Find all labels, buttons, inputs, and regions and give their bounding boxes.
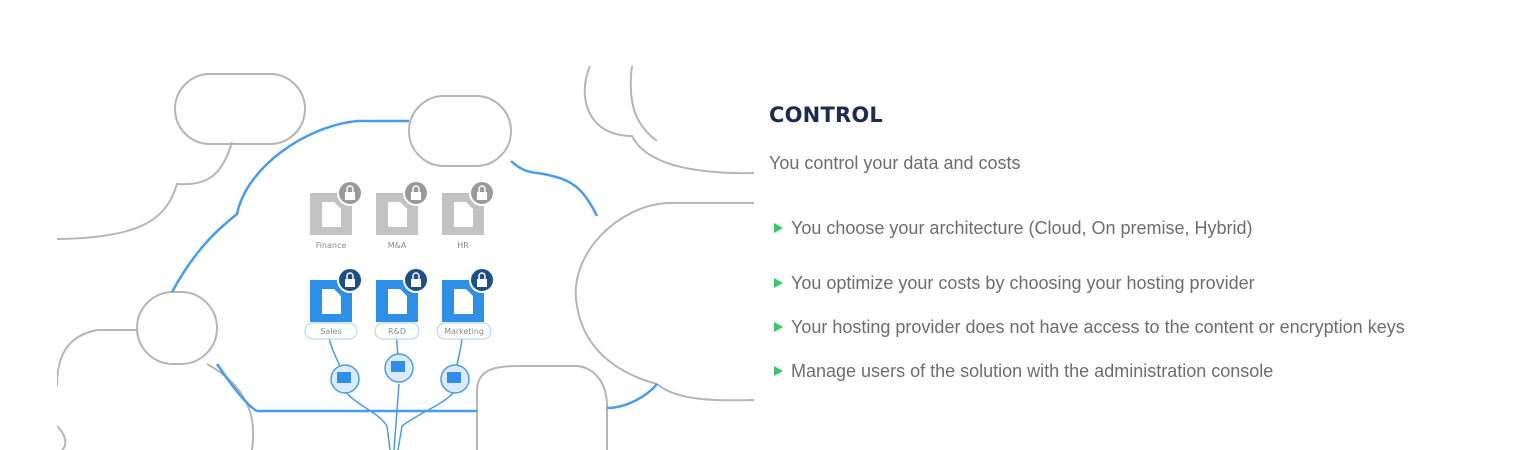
- folder-finance: [310, 180, 363, 235]
- locked-folders: Finance M&A HR: [310, 180, 495, 250]
- triangle-arrow-icon: [774, 366, 783, 376]
- sketch-cloud-top-right-a: [583, 66, 754, 175]
- folder-marketing: [442, 267, 495, 322]
- triangle-arrow-icon: [774, 322, 783, 332]
- control-section: CONTROL You control your data and costs …: [769, 103, 1509, 393]
- folder-label: R&D: [388, 327, 406, 336]
- folder-sales: [310, 267, 363, 322]
- triangle-arrow-icon: [774, 223, 783, 233]
- blue-cloud-outline: [170, 119, 658, 413]
- feature-text: Manage users of the solution with the ad…: [791, 360, 1274, 381]
- feature-list: You choose your architecture (Cloud, On …: [769, 217, 1509, 393]
- sketch-cloud-mid-left: [136, 291, 218, 365]
- feature-item: You choose your architecture (Cloud, On …: [769, 217, 1509, 239]
- sketch-line-mid-left: [57, 329, 137, 387]
- folder-label: Sales: [320, 327, 341, 336]
- feature-item: Manage users of the solution with the ad…: [769, 349, 1509, 393]
- folder-rd: [376, 267, 429, 322]
- feature-text: Your hosting provider does not have acce…: [791, 316, 1405, 337]
- section-title: CONTROL: [769, 103, 883, 127]
- sketch-clouds: [57, 66, 754, 450]
- sketch-cloud-top-center: [408, 95, 512, 167]
- feature-text: You choose your architecture (Cloud, On …: [791, 217, 1253, 238]
- connection-nodes: [330, 353, 470, 394]
- sketch-line-bottom-left: [206, 363, 255, 450]
- sketch-line-left: [57, 141, 233, 240]
- sketch-cloud-right: [574, 202, 754, 385]
- label-pills: [304, 322, 492, 340]
- sketch-cloud-top-left: [174, 73, 306, 145]
- cloud-illustration: Finance M&A HR: [57, 66, 754, 450]
- cloud-diagram: Finance M&A HR: [57, 66, 754, 450]
- folder-label: Marketing: [444, 327, 484, 336]
- folder-ma: [376, 180, 429, 235]
- folder-label: HR: [457, 241, 469, 250]
- section-subtitle: You control your data and costs: [769, 153, 1021, 173]
- folder-label: Finance: [316, 241, 347, 250]
- sketch-cloud-top-right-b: [629, 66, 658, 142]
- feature-text: You optimize your costs by choosing your…: [791, 272, 1255, 293]
- active-folders: Sales R&D Marketing: [304, 267, 495, 340]
- sketch-line-corner: [57, 425, 67, 450]
- triangle-arrow-icon: [774, 278, 783, 288]
- folder-hr: [442, 180, 495, 235]
- sketch-line-right: [656, 383, 754, 402]
- sketch-cloud-bottom-right: [476, 365, 608, 450]
- folder-label: M&A: [388, 241, 407, 250]
- feature-item: Your hosting provider does not have acce…: [769, 305, 1509, 349]
- feature-item: You optimize your costs by choosing your…: [769, 261, 1509, 305]
